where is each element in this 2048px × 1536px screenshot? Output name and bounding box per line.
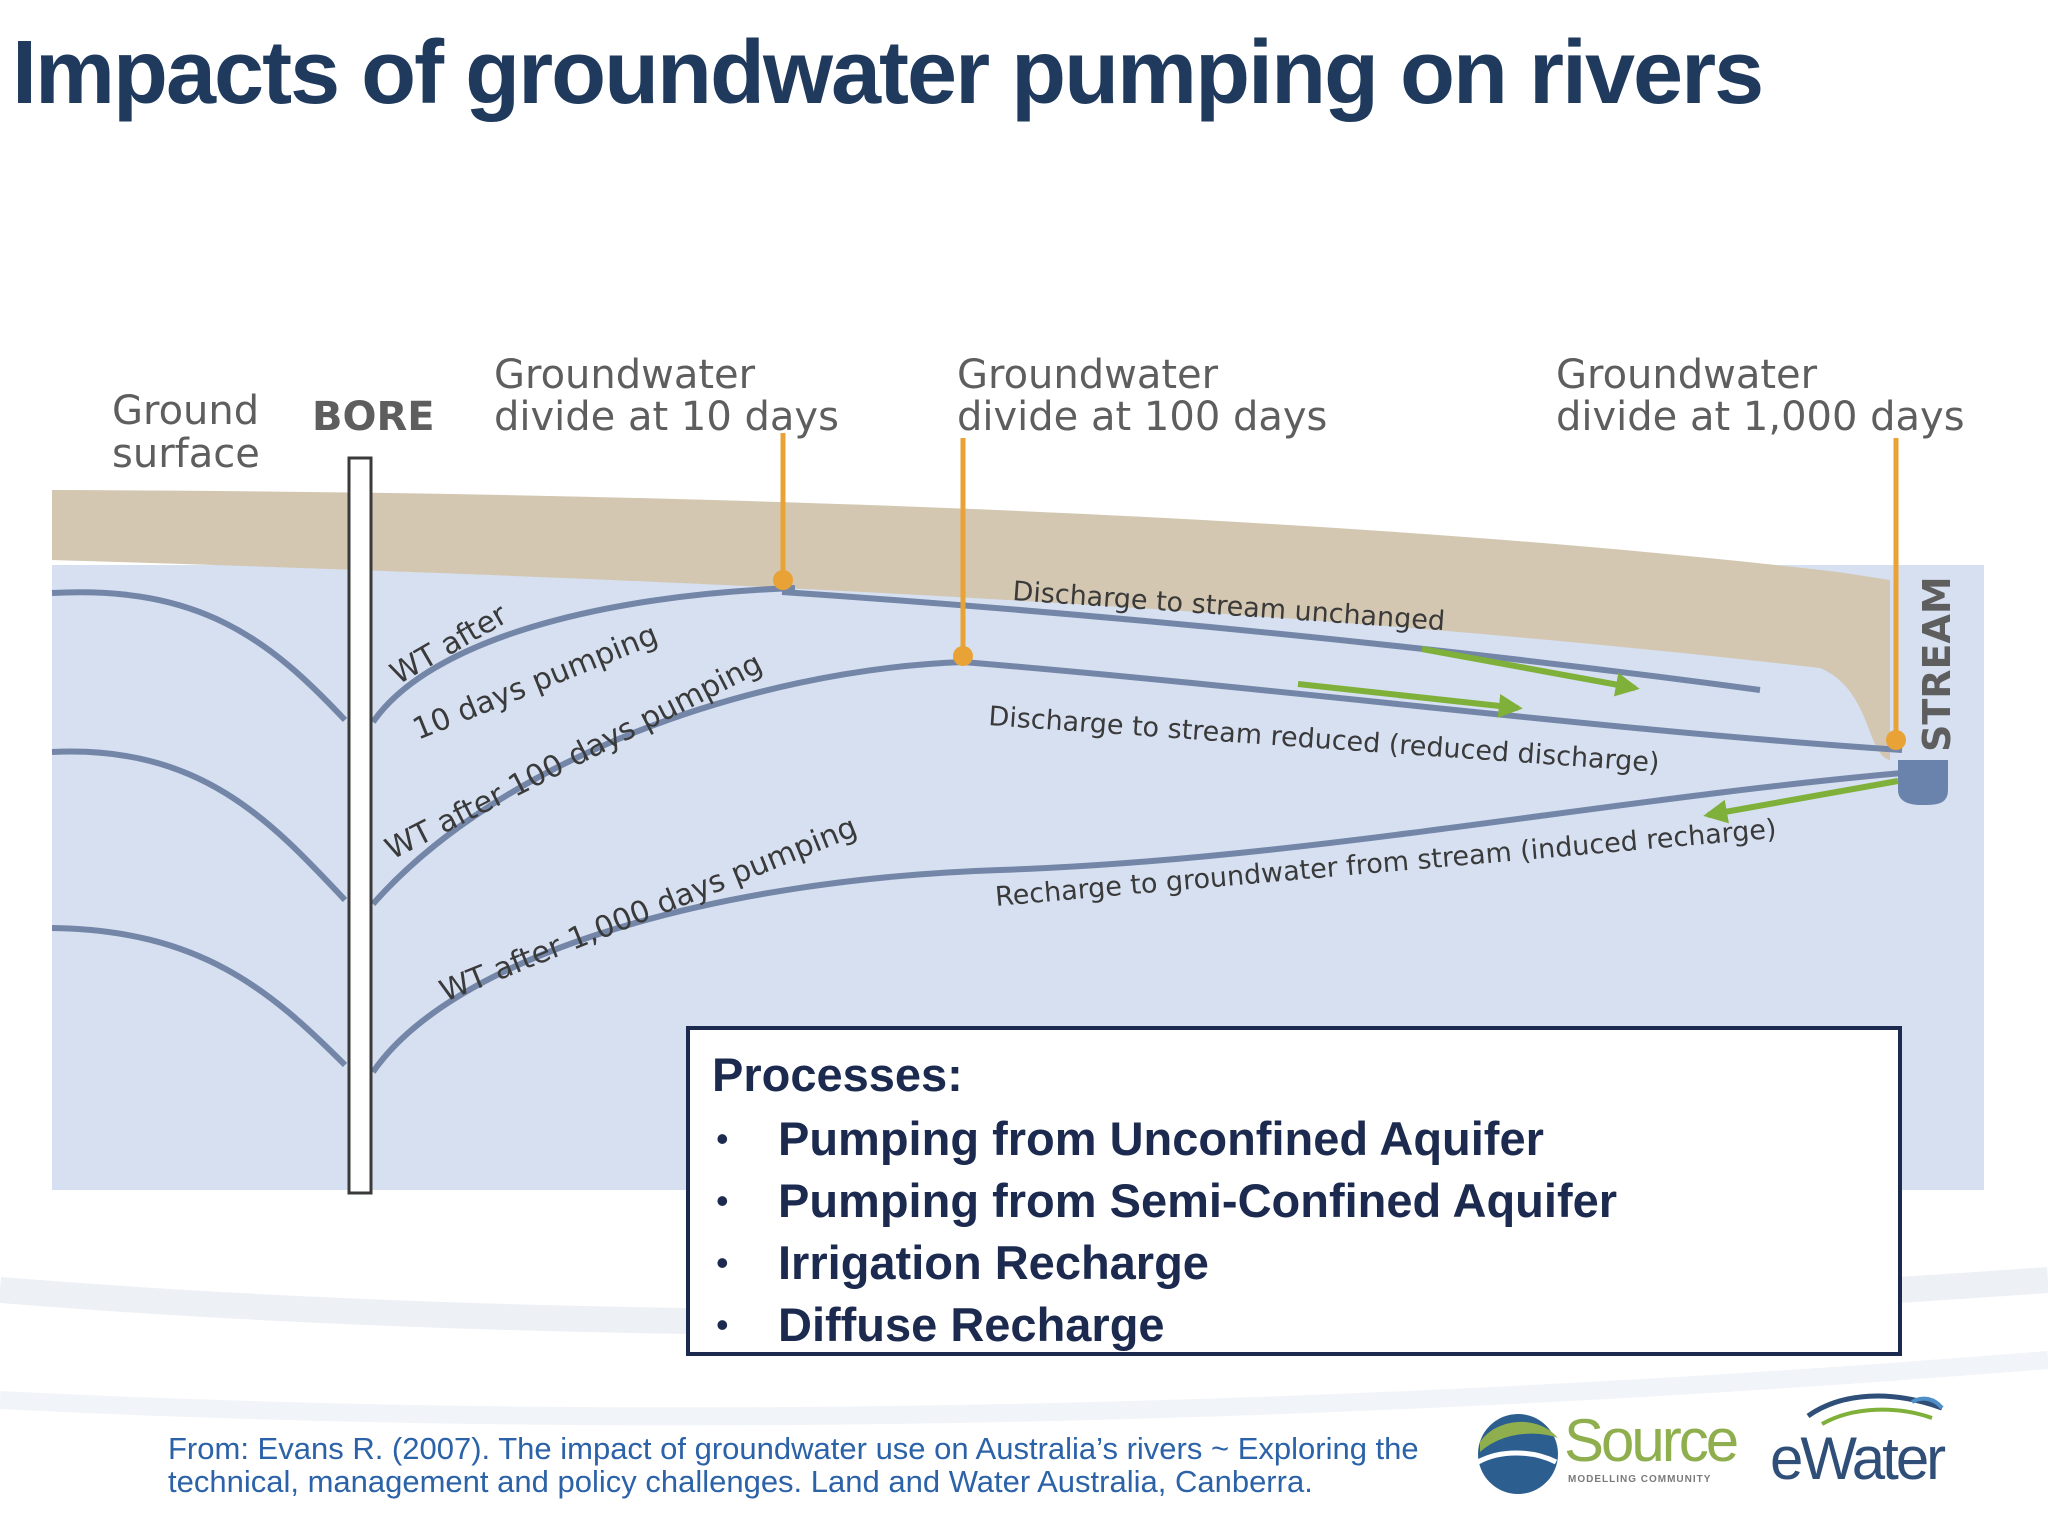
water-table-1000-days — [370, 770, 1903, 1074]
water-table-initial — [781, 589, 1761, 693]
flow-arrow-unchanged — [1421, 646, 1640, 697]
water-table-10-days — [370, 585, 796, 724]
stream-label: STREAM — [1915, 576, 1959, 752]
process-item: • Pumping from Semi-Confined Aquifer — [712, 1170, 1898, 1232]
process-item-label: Pumping from Semi-Confined Aquifer — [778, 1174, 1618, 1227]
ground-surface-label: Ground — [112, 388, 259, 434]
bore-label: BORE — [312, 394, 435, 440]
page-title: Impacts of groundwater pumping on rivers — [12, 23, 1764, 123]
background-swoosh — [0, 1351, 2048, 1426]
water-table-left-1 — [51, 589, 348, 723]
stream-channel — [1898, 760, 1948, 805]
divide-100-days-label: Groundwater — [957, 352, 1219, 398]
divide-1000-days-label: divide at 1,000 days — [1556, 394, 1965, 440]
processes-box: Processes: • Pumping from Unconfined Aqui… — [686, 1026, 1902, 1356]
ewater-logo-word: eWater — [1770, 1425, 1946, 1492]
water-table-left-2 — [51, 748, 348, 903]
divide-100-days-marker-dot — [953, 646, 973, 666]
processes-list: • Pumping from Unconfined Aquifer • Pumpin… — [712, 1108, 1898, 1356]
process-item-label: Pumping from Unconfined Aquifer — [778, 1112, 1544, 1165]
bullet-icon: • — [716, 1242, 729, 1283]
divide-100-days-label: divide at 100 days — [957, 394, 1327, 440]
ground-surface-label: surface — [112, 431, 260, 477]
bore-casing — [347, 456, 373, 1195]
ewater-logo: eWater — [1766, 1386, 1956, 1496]
divide-1000-days-label: Groundwater — [1556, 352, 1818, 398]
process-item: • Pumping from Unconfined Aquifer — [712, 1108, 1898, 1170]
flow-arrow-recharge — [1703, 778, 1899, 824]
source-logo: Source MODELLING COMMUNITY — [1466, 1404, 1739, 1500]
citation: From: Evans R. (2007). The impact of gro… — [168, 1432, 1419, 1498]
water-table-100-days — [370, 658, 1903, 906]
bullet-icon: • — [716, 1304, 729, 1345]
source-logo-subtitle: MODELLING COMMUNITY — [1568, 1474, 1712, 1485]
divide-1000-days-marker-dot — [1886, 730, 1906, 750]
process-item: • Diffuse Recharge — [712, 1294, 1898, 1356]
divide-10-days-label: divide at 10 days — [494, 394, 839, 440]
process-item: • Irrigation Recharge — [712, 1232, 1898, 1294]
source-logo-word: Source — [1564, 1407, 1739, 1474]
citation-line: From: Evans R. (2007). The impact of gro… — [168, 1431, 1419, 1466]
bullet-icon: • — [716, 1118, 729, 1159]
flow-arrow-reduced — [1297, 681, 1523, 718]
ewater-wave-icon — [1806, 1393, 1944, 1426]
source-logo-mark-icon — [1476, 1414, 1558, 1494]
processes-heading: Processes: — [712, 1048, 963, 1101]
bullet-icon: • — [716, 1180, 729, 1221]
stream-bank — [1955, 645, 1984, 1190]
divide-10-days-marker-dot — [773, 570, 793, 590]
process-item-label: Diffuse Recharge — [778, 1298, 1165, 1351]
water-table-left-3 — [51, 925, 348, 1068]
ground-layer — [52, 490, 1890, 760]
process-item-label: Irrigation Recharge — [778, 1236, 1209, 1289]
citation-line: technical, management and policy challen… — [168, 1464, 1313, 1499]
divide-10-days-label: Groundwater — [494, 352, 756, 398]
